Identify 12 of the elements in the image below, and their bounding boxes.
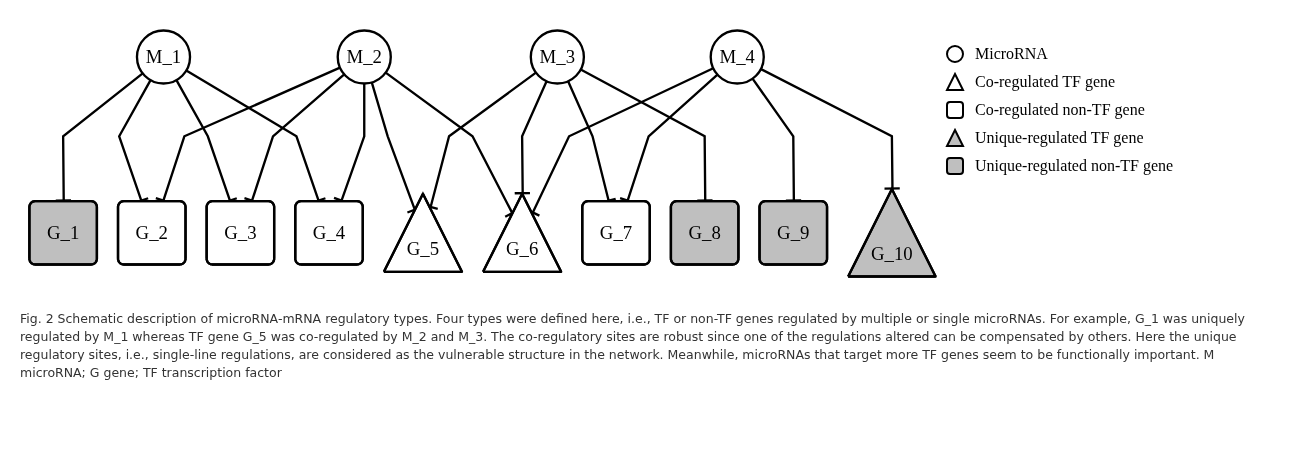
figure-caption: Fig. 2 Schematic description of microRNA-mRNA regulatory types. Four types were defined here, i.e., TF or non-TF genes regulated by multiple or single microRNAs. For example, G_1 was uniquely regulated by M_1 whereas TF gene G_5 was co-regulated by M_2 and M_3. The co-regulatory sites are robust since one of the regulations altered can be compensated by others. Here the unique regulatory sites, i.e., single-line regulations, are considered as the vulnerable structure in the network. Meanwhile, microRNAs that target more TF genes seem to be functionally important. M microRNA; G gene; TF transcription factor [20,310,1246,383]
node-circle: M_1 [135,29,192,85]
node-circle: M_3 [529,29,586,85]
connector [513,80,548,195]
connector [760,68,901,190]
legend-label: MicroRNA [975,45,1048,63]
legend-label: Co-regulated TF gene [975,73,1116,91]
legend-label: Unique-regulated TF gene [975,129,1144,147]
legend-label: Unique-regulated non-TF gene [975,157,1174,175]
node-circle: M_4 [709,29,765,85]
node-circle: M_2 [336,29,392,85]
legend-label: Co-regulated non-TF gene [975,101,1145,119]
